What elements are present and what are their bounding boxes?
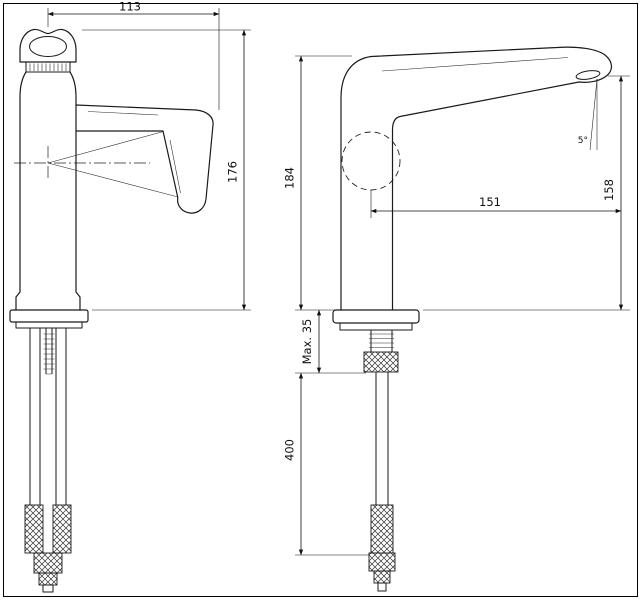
lever-handle [75, 104, 214, 214]
angle-line [589, 78, 598, 151]
braided-hose-end [24, 504, 44, 554]
flange-lower [15, 322, 83, 329]
aerator-collar [25, 62, 71, 73]
hose-connector [33, 552, 63, 574]
hose-connector-side [368, 552, 396, 572]
construction-line [47, 131, 164, 164]
aerator-outlet [575, 70, 601, 80]
side-view: 5° [332, 46, 613, 592]
spout-ridge [381, 57, 569, 72]
body-left-edge [15, 71, 27, 311]
hose-connector-tip [42, 584, 54, 593]
dimension-front-height: 176 [82, 29, 251, 311]
hose-connector [38, 572, 58, 586]
lever-contour [87, 111, 159, 116]
dimension-handle-reach: 113 [47, 0, 220, 110]
dim-label-184: 184 [283, 167, 297, 189]
dimension-max-deck-thickness: Max. 35 [295, 309, 366, 374]
front-view [9, 28, 214, 593]
base-flange [9, 309, 89, 323]
grip-contour [169, 139, 181, 194]
hose-connector-tip-side [377, 582, 387, 592]
dim-label-angle: 5° [578, 136, 588, 146]
body-right-upper [69, 71, 77, 106]
construction-line [47, 162, 179, 198]
dim-label-max-35: Max. 35 [300, 319, 314, 365]
hose-connector-side [373, 570, 391, 584]
dimension-spout-height: 158 [423, 75, 630, 311]
dim-label-151: 151 [479, 195, 501, 209]
shank-threads [369, 333, 394, 348]
dim-label-176: 176 [226, 161, 240, 183]
dimension-hose-length: 400 [283, 372, 369, 556]
flange-lower-side [339, 323, 413, 331]
base-flange-side [332, 309, 420, 324]
body-right-lower [75, 130, 81, 311]
dim-label-113: 113 [119, 0, 141, 14]
dimension-total-height: 184 [283, 55, 352, 311]
braided-hose-end-side [370, 504, 394, 554]
dim-label-158: 158 [602, 179, 616, 201]
dimension-spout-reach: 151 [370, 190, 622, 218]
spout-head-front [19, 28, 77, 63]
aerator-hatch [29, 63, 67, 71]
spout-head-inner [29, 36, 67, 57]
sheet-border [3, 3, 638, 597]
stud-threads [43, 333, 55, 375]
dim-label-400: 400 [283, 439, 297, 461]
mounting-nut [363, 351, 399, 373]
braided-hose-end [52, 504, 72, 554]
cartridge-hidden-circle [341, 131, 401, 191]
faucet-side-profile [340, 46, 613, 311]
